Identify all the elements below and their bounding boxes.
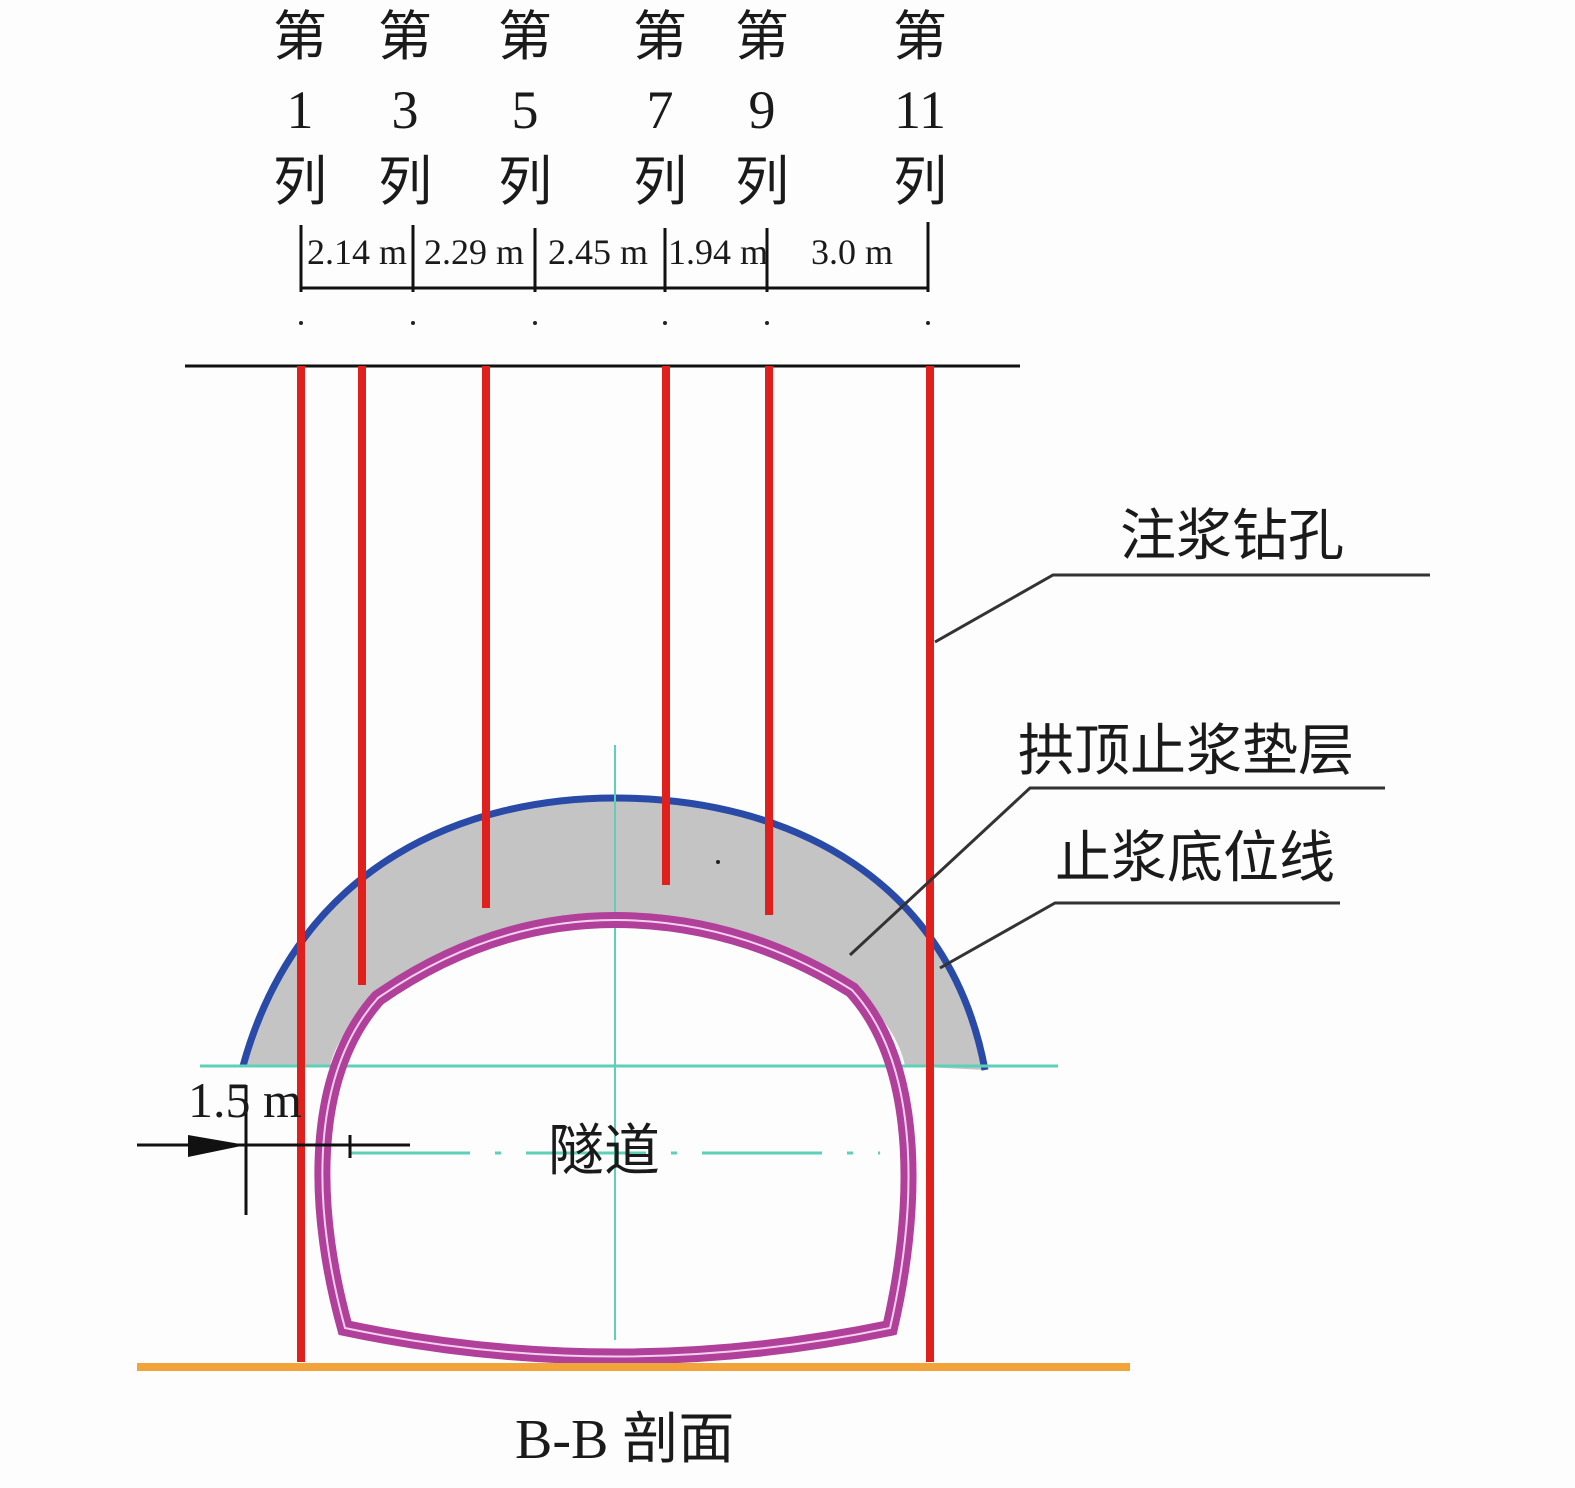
label-arch-grout-pad: 拱顶止浆垫层 — [1018, 721, 1354, 783]
column-prefix: 第 — [735, 7, 789, 67]
column-suffix: 列 — [893, 152, 947, 212]
column-prefix: 第 — [378, 7, 432, 67]
column-labels: 第 1 列 第 3 列 第 5 列 第 7 列 第 9 列 第 11 列 — [273, 7, 947, 212]
spacing-label: 2.14 m — [307, 232, 407, 272]
column-suffix: 列 — [273, 152, 327, 212]
label-grout-borehole: 注浆钻孔 — [1120, 506, 1344, 568]
column-label: 第 1 列 — [273, 7, 327, 212]
spacing-dimension — [299, 222, 930, 292]
offset-label: 1.5 m — [188, 1072, 302, 1128]
label-grout-bottom-line: 止浆底位线 — [1055, 828, 1335, 890]
column-number: 9 — [749, 80, 776, 140]
spacing-label: 3.0 m — [811, 232, 893, 272]
spacing-labels: 2.14 m 2.29 m 2.45 m 1.94 m 3.0 m — [307, 232, 893, 272]
column-label: 第 5 列 — [498, 7, 552, 212]
column-label: 第 3 列 — [378, 7, 432, 212]
column-number: 5 — [512, 80, 539, 140]
label-tunnel: 隧道 — [548, 1121, 660, 1183]
column-number: 1 — [287, 80, 314, 140]
spacing-label: 2.29 m — [424, 232, 524, 272]
column-suffix: 列 — [735, 152, 789, 212]
column-prefix: 第 — [893, 7, 947, 67]
column-label: 第 9 列 — [735, 7, 789, 212]
section-title: B-B 剖面 — [515, 1409, 734, 1471]
column-number: 3 — [392, 80, 419, 140]
center-dot — [716, 860, 720, 864]
spacing-label: 1.94 m — [668, 232, 768, 272]
column-number: 7 — [647, 80, 674, 140]
leader-bottom-line — [939, 901, 1340, 970]
column-suffix: 列 — [498, 152, 552, 212]
spacing-label: 2.45 m — [548, 232, 648, 272]
column-prefix: 第 — [273, 7, 327, 67]
leader-borehole — [934, 573, 1430, 644]
leader-grout-pad — [848, 786, 1385, 957]
column-suffix: 列 — [633, 152, 687, 212]
grout-boreholes — [297, 366, 934, 1362]
column-number: 11 — [894, 80, 946, 140]
arrow-right-icon — [188, 1135, 246, 1157]
annotations: 注浆钻孔 拱顶止浆垫层 止浆底位线 隧道 B-B 剖面 — [515, 506, 1354, 1471]
leader-lines — [848, 573, 1430, 970]
column-label: 第 7 列 — [633, 7, 687, 212]
column-prefix: 第 — [498, 7, 552, 67]
tunnel-lining-inner-line — [321, 918, 910, 1358]
column-prefix: 第 — [633, 7, 687, 67]
arch-grout-pad — [243, 798, 985, 1070]
offset-dimension — [137, 1085, 410, 1215]
column-label: 第 11 列 — [893, 7, 947, 212]
column-dots — [299, 321, 930, 325]
column-suffix: 列 — [378, 152, 432, 212]
